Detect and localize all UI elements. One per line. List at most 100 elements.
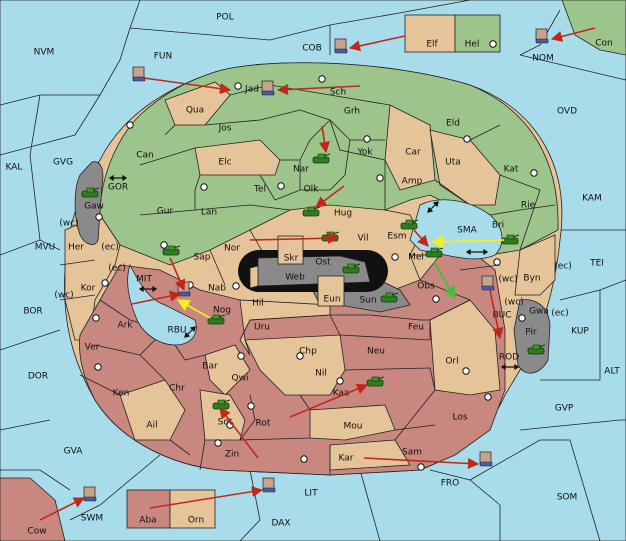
label-kaa: Kaa xyxy=(333,389,350,399)
fleet-unit[interactable] xyxy=(481,275,495,291)
label-alt: ALT xyxy=(604,367,620,377)
label-kam: KAM xyxy=(582,194,602,204)
label-sap: Sap xyxy=(194,253,211,263)
label-jad: Jad xyxy=(244,85,259,95)
fleet-unit[interactable] xyxy=(334,38,348,54)
label-nor: Nor xyxy=(224,244,240,254)
label-gva: GVA xyxy=(64,447,84,457)
label-ost: Ost xyxy=(315,258,331,268)
label-tel: Tel xyxy=(253,185,266,195)
label-yok: Yok xyxy=(356,148,373,158)
label-rod: ROD xyxy=(499,353,519,363)
label-tei: TEI xyxy=(589,259,604,269)
region-cow[interactable] xyxy=(0,477,66,541)
fleet-unit[interactable] xyxy=(479,451,493,467)
label-ovd: OVD xyxy=(557,107,577,117)
label-kat: Kat xyxy=(504,165,519,175)
region-orn[interactable] xyxy=(169,489,216,529)
supply-centers xyxy=(92,40,538,471)
label-obs: Obs xyxy=(417,282,435,292)
region-labels: POL NVM FUN COB NOM Con Elf Hel OVD KAL … xyxy=(6,13,621,537)
label-chp: Chp xyxy=(299,347,317,357)
label-mit: MIT xyxy=(136,275,152,285)
label-pol: POL xyxy=(216,13,234,23)
label-qwi: Qwi xyxy=(232,374,249,384)
label-rot: Rot xyxy=(256,419,271,429)
region-car[interactable] xyxy=(384,104,436,191)
label-byn: Byn xyxy=(523,274,540,284)
coast-tag: (ec) xyxy=(101,243,119,253)
label-gur: Gur xyxy=(157,207,174,217)
label-swm: SWM xyxy=(81,514,103,524)
region-gaw[interactable] xyxy=(74,161,104,245)
region-skr[interactable] xyxy=(277,235,304,265)
label-amp: Amp xyxy=(402,177,423,187)
fleet-unit[interactable] xyxy=(262,477,276,493)
coast-tag: (ec) xyxy=(108,264,126,274)
region-ail[interactable] xyxy=(119,379,186,441)
label-gvg: GVG xyxy=(53,158,73,168)
label-hil: Hil xyxy=(252,299,264,309)
label-kor: Kor xyxy=(81,284,96,294)
region-hel[interactable] xyxy=(454,14,501,53)
label-ark: Ark xyxy=(117,321,133,331)
label-car: Car xyxy=(405,148,421,158)
label-pir: Pir xyxy=(525,328,537,338)
region-eun[interactable] xyxy=(317,275,345,307)
coast-tag: (wc) xyxy=(54,291,73,301)
label-rbu: RBU xyxy=(167,326,186,336)
label-uta: Uta xyxy=(445,158,461,168)
region-qua[interactable] xyxy=(164,81,231,126)
label-dor: DOR xyxy=(28,372,48,382)
label-gvp: GVP xyxy=(555,404,574,414)
label-kar: Kar xyxy=(339,454,354,464)
label-fun: FUN xyxy=(154,52,173,62)
label-kal: KAL xyxy=(6,163,23,173)
canal-connectors xyxy=(108,174,520,371)
label-nog: Nog xyxy=(213,306,231,316)
coast-tag: (ec) xyxy=(554,262,572,272)
fleet-unit[interactable] xyxy=(261,80,275,96)
label-ver: Ver xyxy=(85,343,100,353)
label-sun: Sun xyxy=(359,296,376,306)
label-gwa: Gwa xyxy=(529,307,549,317)
label-her: Her xyxy=(68,243,84,253)
label-los: Los xyxy=(452,413,467,423)
region-elc[interactable] xyxy=(194,139,281,176)
label-nom: NOM xyxy=(532,54,554,64)
label-cow: Cow xyxy=(27,527,46,537)
label-ail: Ail xyxy=(146,421,157,431)
label-qua: Qua xyxy=(186,106,204,116)
label-grh: Grh xyxy=(344,107,360,117)
fleet-unit[interactable] xyxy=(132,66,146,82)
label-olk: Olk xyxy=(304,185,320,195)
label-mvu: MVU xyxy=(35,243,56,253)
label-mel: Mel xyxy=(408,253,424,263)
label-uru: Uru xyxy=(254,323,270,333)
region-byn[interactable] xyxy=(514,234,556,296)
label-eun: Eun xyxy=(323,295,340,305)
region-mou[interactable] xyxy=(309,404,396,441)
label-som: SOM xyxy=(557,493,578,503)
label-aba: Aba xyxy=(139,516,156,526)
fleet-unit[interactable] xyxy=(535,28,549,44)
label-rie: Rie xyxy=(521,201,536,211)
region-aba[interactable] xyxy=(126,489,171,529)
fleet-unit[interactable] xyxy=(83,486,97,502)
coast-tag: (wc) xyxy=(498,275,517,285)
coast-tag: (wc) xyxy=(59,219,78,229)
label-ken: Ken xyxy=(113,389,130,399)
label-bri: Bri xyxy=(492,221,504,231)
label-con: Con xyxy=(595,39,613,49)
label-buc: BUC xyxy=(492,311,511,321)
label-esm: Esm xyxy=(387,232,406,242)
label-skr: Skr xyxy=(284,254,299,264)
label-nil: Nil xyxy=(315,369,327,379)
order-arrows xyxy=(39,27,596,521)
label-neu: Neu xyxy=(367,347,385,357)
label-gaw: Gaw xyxy=(84,202,104,212)
label-web: Web xyxy=(285,273,305,283)
label-jos: Jos xyxy=(218,124,232,134)
label-gor: GOR xyxy=(108,183,128,193)
